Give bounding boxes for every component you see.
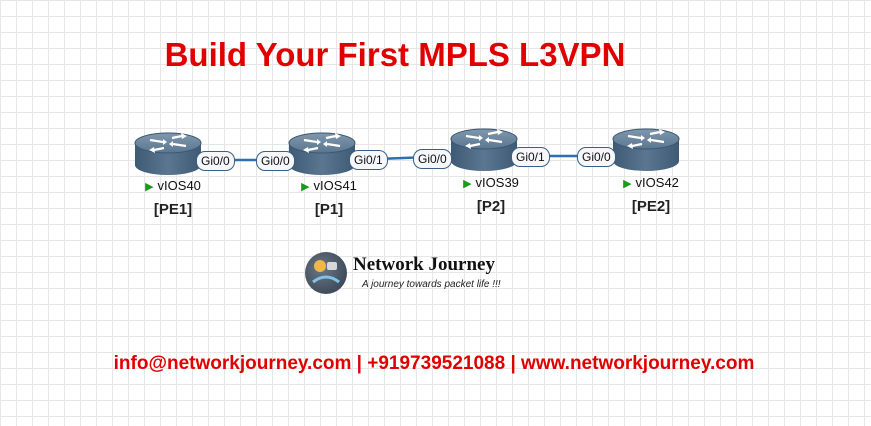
network-journey-logo: Network Journey A journey towards packet… — [305, 252, 535, 298]
router-icon-vios40[interactable] — [133, 131, 203, 177]
contact-line: info@networkjourney.com | +919739521088 … — [113, 353, 755, 374]
running-status-icon: ▶ — [145, 181, 154, 193]
router-icon-vios42[interactable] — [611, 127, 681, 173]
node-role: [P2] — [476, 198, 506, 215]
node-role: [PE2] — [631, 198, 671, 215]
node-vios42[interactable]: ▶vIOS42 [PE2] — [596, 174, 706, 215]
iface-label-p2-gi0-1: Gi0/1 — [511, 147, 550, 167]
running-status-icon: ▶ — [301, 181, 310, 193]
node-hostname: vIOS39 — [475, 175, 519, 190]
iface-label-pe2-gi0-0: Gi0/0 — [577, 147, 616, 167]
node-vios40[interactable]: ▶vIOS40 [PE1] — [118, 177, 228, 218]
diagram-title: Build Your First MPLS L3VPN — [164, 36, 626, 73]
logo-tagline: A journey towards packet life !!! — [362, 279, 501, 290]
iface-label-p2-gi0-0: Gi0/0 — [413, 149, 452, 169]
node-role: [PE1] — [153, 201, 193, 218]
logo-name: Network Journey — [353, 254, 495, 275]
logo-globe-icon — [305, 252, 347, 294]
running-status-icon: ▶ — [463, 178, 472, 190]
node-vios41[interactable]: ▶vIOS41 [P1] — [274, 177, 384, 218]
node-role: [P1] — [314, 201, 344, 218]
node-hostname: vIOS41 — [313, 178, 357, 193]
router-icon-vios39[interactable] — [449, 127, 519, 173]
router-icon-vios41[interactable] — [287, 131, 357, 177]
iface-label-p1-gi0-0: Gi0/0 — [256, 151, 295, 171]
iface-label-p1-gi0-1: Gi0/1 — [349, 150, 388, 170]
node-vios39[interactable]: ▶vIOS39 [P2] — [436, 174, 546, 215]
iface-label-pe1-gi0-0: Gi0/0 — [196, 151, 235, 171]
node-hostname: vIOS42 — [635, 175, 679, 190]
node-hostname: vIOS40 — [157, 178, 201, 193]
running-status-icon: ▶ — [623, 178, 632, 190]
